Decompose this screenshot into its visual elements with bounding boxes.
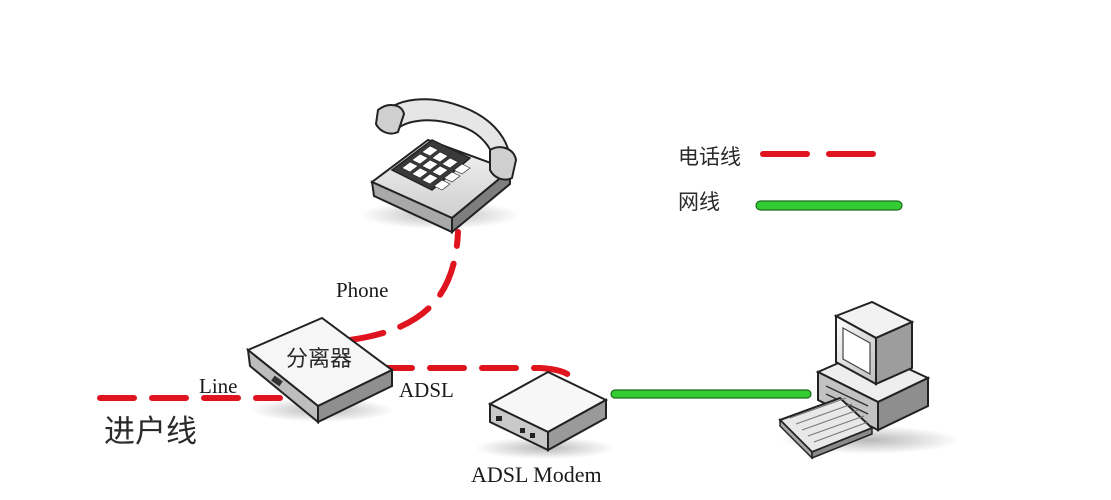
legend-network-line-label: 网线 bbox=[678, 190, 720, 214]
incoming-line-label: 进户线 bbox=[104, 414, 197, 450]
adsl-modem-icon bbox=[475, 370, 615, 459]
legend-phone-line-label: 电话线 bbox=[678, 145, 741, 169]
telephone-icon bbox=[360, 98, 520, 235]
splitter-label: 分离器 bbox=[286, 347, 353, 372]
line-label: Line bbox=[199, 374, 238, 398]
splitter-to-modem-line bbox=[375, 365, 575, 383]
adsl-modem-label: ADSL Modem bbox=[471, 462, 602, 487]
modem-to-computer-cable bbox=[610, 389, 812, 399]
splitter-icon bbox=[246, 316, 394, 425]
splitter-to-phone-line bbox=[347, 229, 461, 343]
legend-network-line-sample bbox=[755, 200, 903, 211]
adsl-label: ADSL bbox=[399, 378, 454, 402]
computer-icon bbox=[778, 300, 960, 460]
phone-label: Phone bbox=[336, 278, 389, 302]
